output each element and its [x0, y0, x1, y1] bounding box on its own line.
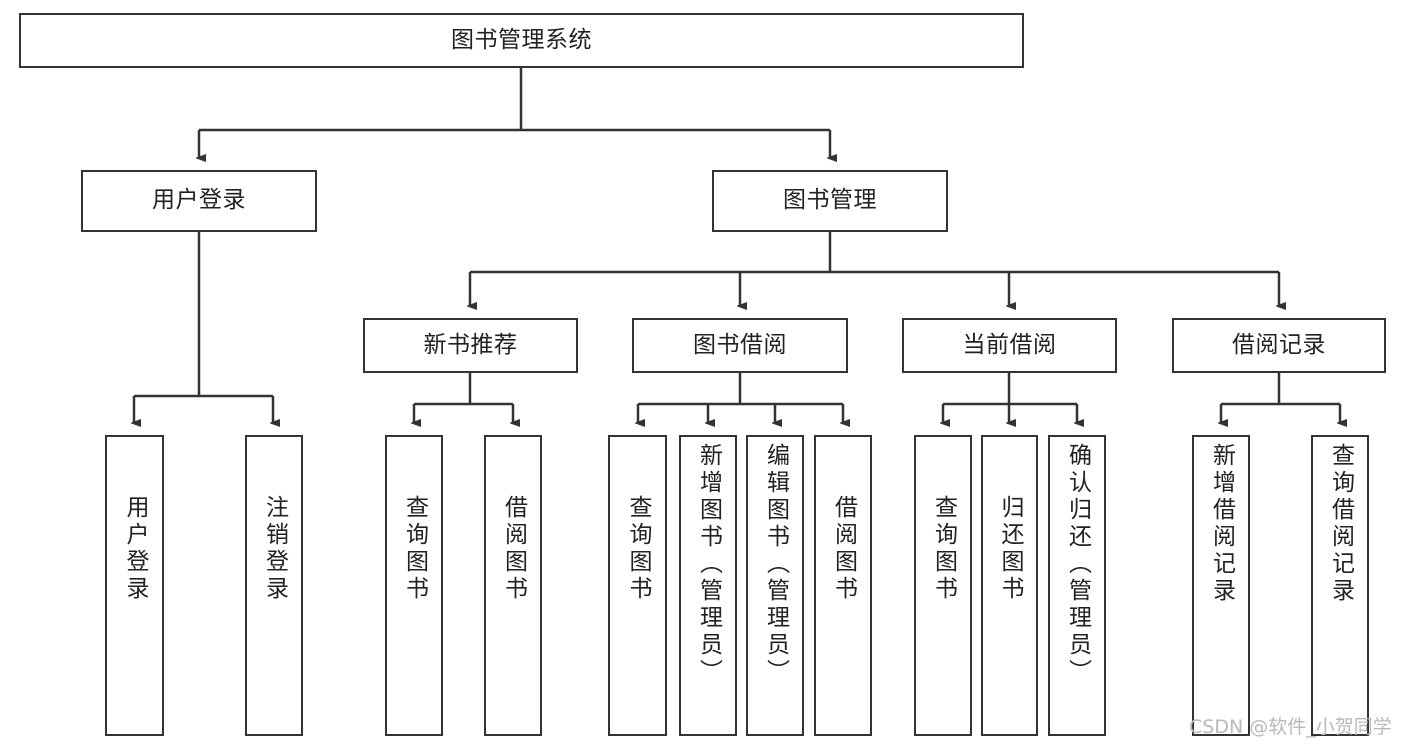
node-label: 查询图书 — [930, 495, 957, 603]
node-user-login[interactable]: 用户登录 — [81, 170, 317, 232]
node-new-book-recommend[interactable]: 新书推荐 — [363, 318, 578, 373]
node-label: 归还图书 — [997, 495, 1023, 603]
node-current-borrow[interactable]: 当前借阅 — [902, 318, 1117, 373]
leaf-query-borrow-record[interactable]: 查询借阅记录 — [1311, 435, 1369, 736]
leaf-borrow-book-borrow[interactable]: 借阅图书 — [814, 435, 872, 736]
node-label: 查询借阅记录 — [1327, 443, 1354, 605]
node-label: 查询图书 — [625, 495, 651, 603]
node-label: 图书管理 — [783, 187, 877, 214]
node-label: 借阅图书 — [500, 495, 527, 603]
node-label: 新增图书（管理员） — [695, 443, 722, 686]
node-label: 新书推荐 — [423, 331, 518, 358]
node-label: 图书借阅 — [693, 331, 787, 358]
leaf-query-book-current[interactable]: 查询图书 — [914, 435, 972, 736]
node-label: 借阅记录 — [1232, 331, 1326, 358]
leaf-confirm-return-admin[interactable]: 确认归还（管理员） — [1048, 435, 1106, 736]
node-label: 确认归还（管理员） — [1064, 443, 1091, 686]
node-label: 注销登录 — [261, 495, 288, 603]
node-book-borrow[interactable]: 图书借阅 — [632, 318, 848, 373]
leaf-user-logout[interactable]: 注销登录 — [245, 435, 303, 736]
leaf-borrow-book-recommend[interactable]: 借阅图书 — [484, 435, 542, 736]
watermark-text: CSDN @软件_小贺同学 — [1189, 716, 1392, 738]
leaf-edit-book-admin[interactable]: 编辑图书（管理员） — [746, 435, 804, 736]
node-label: 编辑图书（管理员） — [762, 443, 789, 686]
node-label: 当前借阅 — [962, 331, 1057, 358]
leaf-query-book-recommend[interactable]: 查询图书 — [385, 435, 443, 736]
node-borrow-record[interactable]: 借阅记录 — [1172, 318, 1386, 373]
node-label: 图书管理系统 — [451, 26, 592, 53]
leaf-return-book[interactable]: 归还图书 — [981, 435, 1038, 736]
leaf-query-book-borrow[interactable]: 查询图书 — [608, 435, 667, 736]
node-label: 借阅图书 — [830, 495, 857, 603]
node-label: 用户登录 — [122, 495, 148, 603]
node-book-management[interactable]: 图书管理 — [712, 170, 948, 232]
node-label: 查询图书 — [401, 495, 428, 603]
node-root-book-management-system[interactable]: 图书管理系统 — [19, 13, 1024, 68]
node-label: 用户登录 — [152, 187, 246, 214]
node-label: 新增借阅记录 — [1208, 443, 1235, 605]
leaf-add-borrow-record[interactable]: 新增借阅记录 — [1192, 435, 1250, 736]
leaf-add-book-admin[interactable]: 新增图书（管理员） — [679, 435, 737, 736]
leaf-user-login[interactable]: 用户登录 — [105, 435, 164, 736]
